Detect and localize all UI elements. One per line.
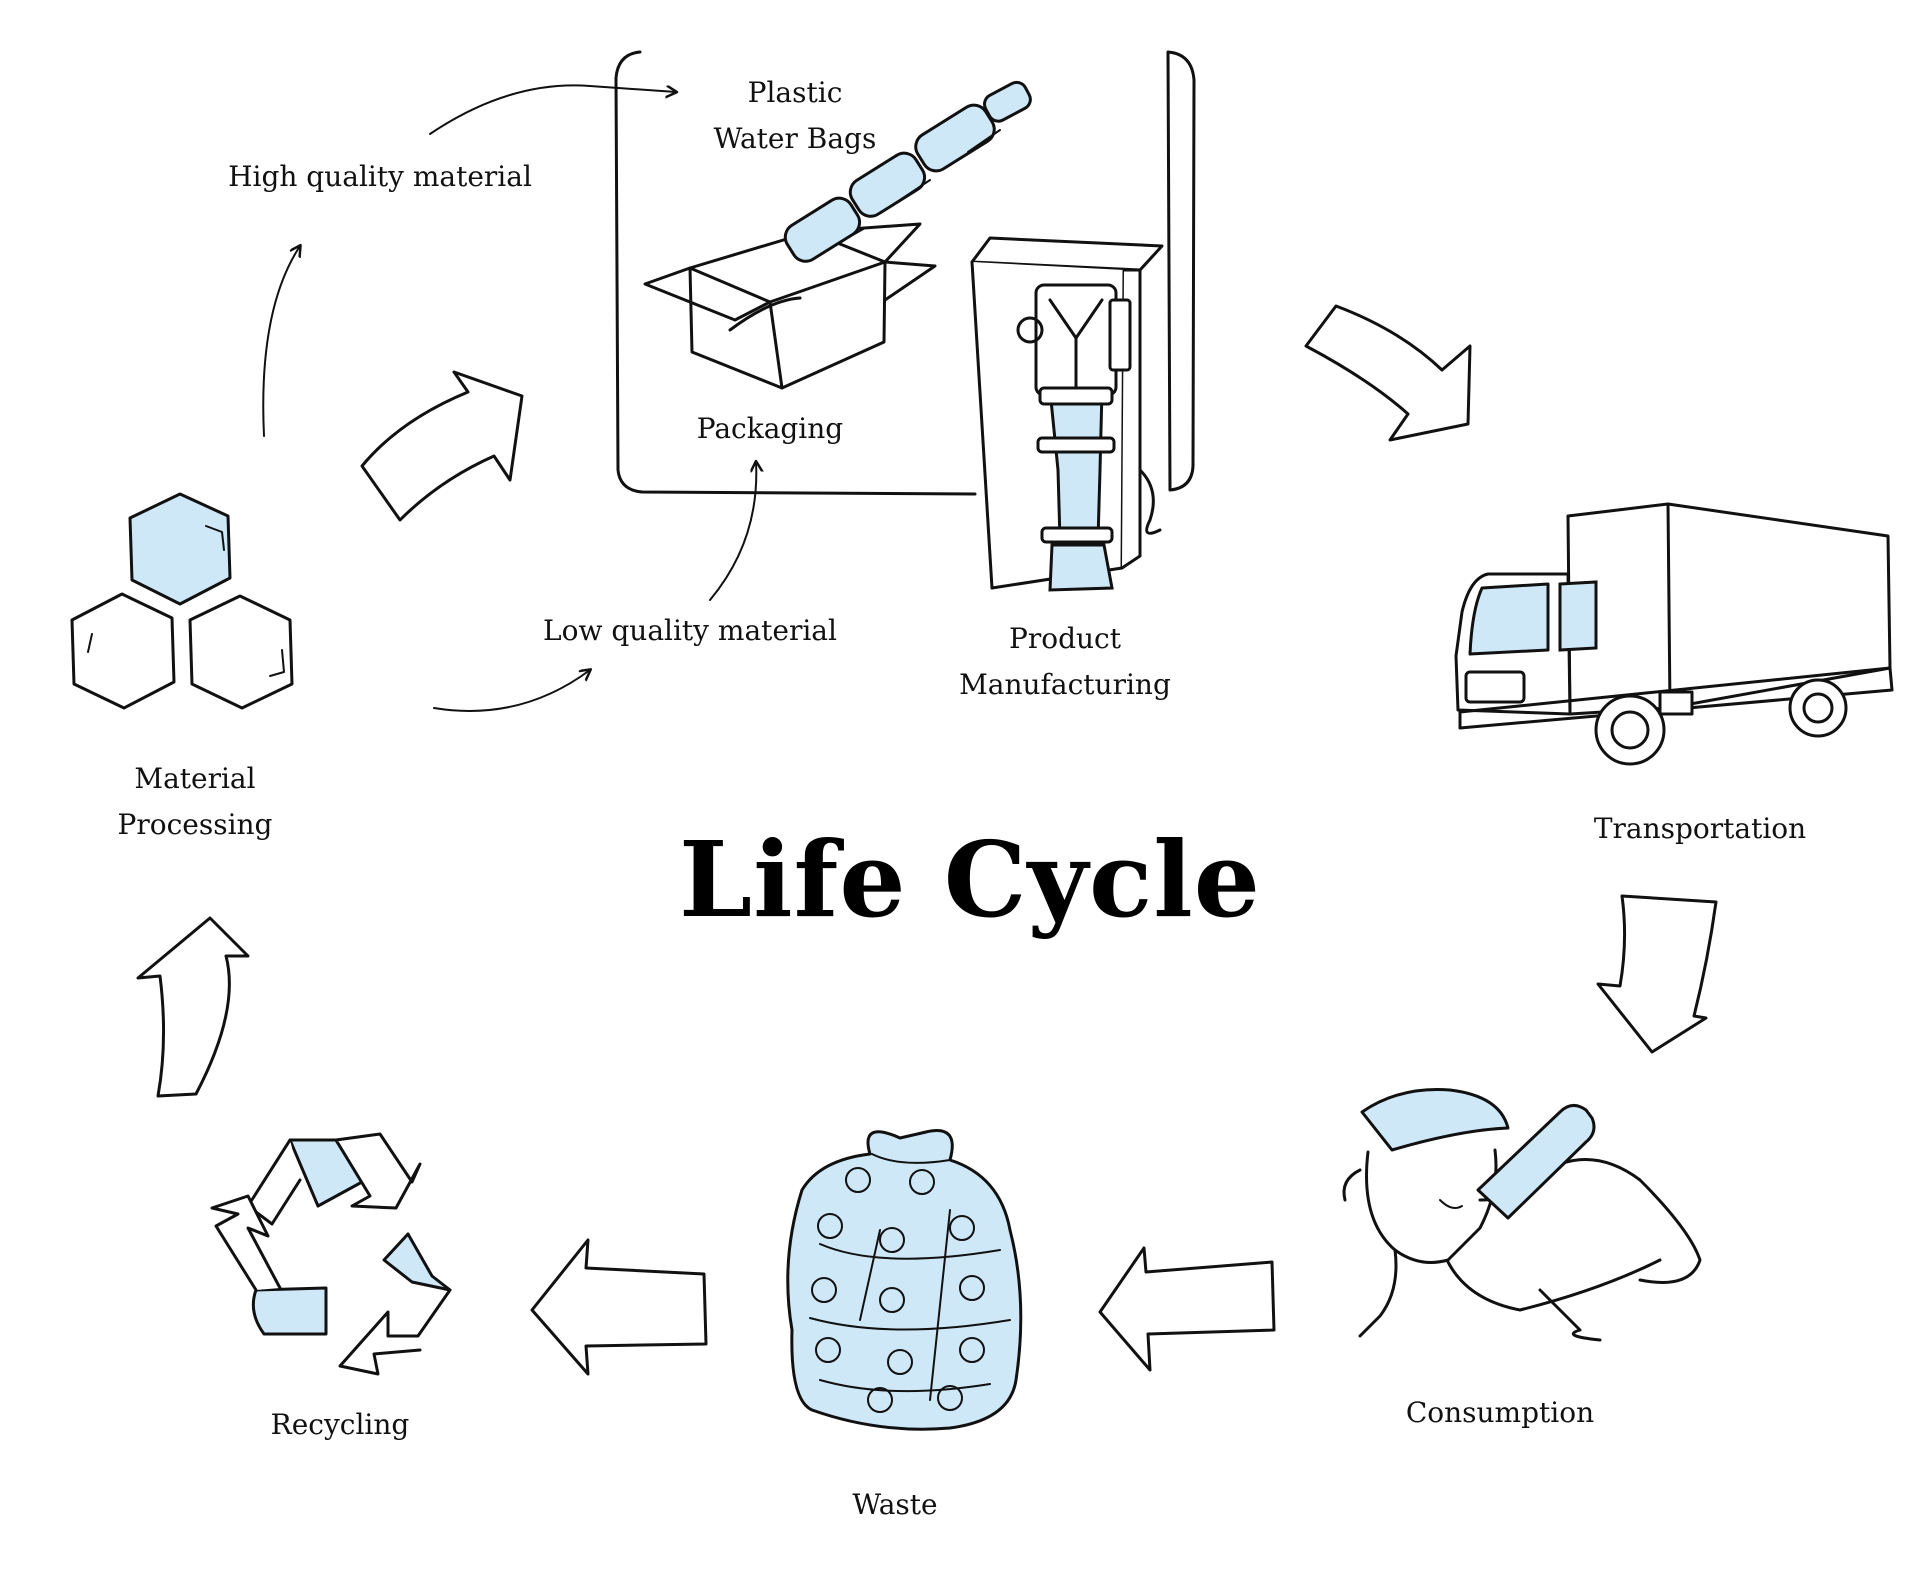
diagram-title: Life Cycle	[679, 818, 1261, 941]
label-waste: Waste	[852, 1488, 938, 1521]
recycle-icon	[210, 1132, 452, 1376]
low-quality-flow-arrow	[433, 670, 590, 712]
bags-box-icon	[643, 80, 1032, 390]
high-quality-flow-arrow	[429, 84, 676, 135]
production-frame	[614, 50, 1196, 496]
truck-icon	[1454, 502, 1894, 766]
block-arrow-to-consumption	[1596, 894, 1718, 1054]
block-arrow-to-recycling	[530, 1238, 708, 1376]
machine-icon	[970, 236, 1164, 592]
drinking-person-icon	[1342, 1088, 1702, 1342]
label-plastic-water-bags: Plastic Water Bags	[713, 76, 877, 155]
block-arrow-to-processing	[136, 916, 250, 1098]
vertical-up-arrow	[262, 246, 300, 437]
label-recycling: Recycling	[270, 1408, 410, 1441]
label-transportation: Transportation	[1593, 812, 1807, 845]
block-arrow-to-packaging	[360, 370, 524, 522]
label-consumption: Consumption	[1405, 1396, 1595, 1429]
block-arrow-to-transport	[1304, 304, 1472, 442]
block-arrow-to-waste	[1098, 1246, 1276, 1372]
label-high-quality-material: High quality material	[228, 160, 532, 193]
label-product-manufacturing: Product Manufacturing	[959, 622, 1171, 701]
label-packaging: Packaging	[696, 412, 844, 445]
label-material-processing: Material Processing	[117, 762, 273, 841]
hexagons-icon	[70, 492, 294, 710]
trash-bag-icon	[786, 1129, 1023, 1431]
label-low-quality-material: Low quality material	[543, 614, 837, 647]
packaging-up-arrow	[709, 462, 756, 601]
